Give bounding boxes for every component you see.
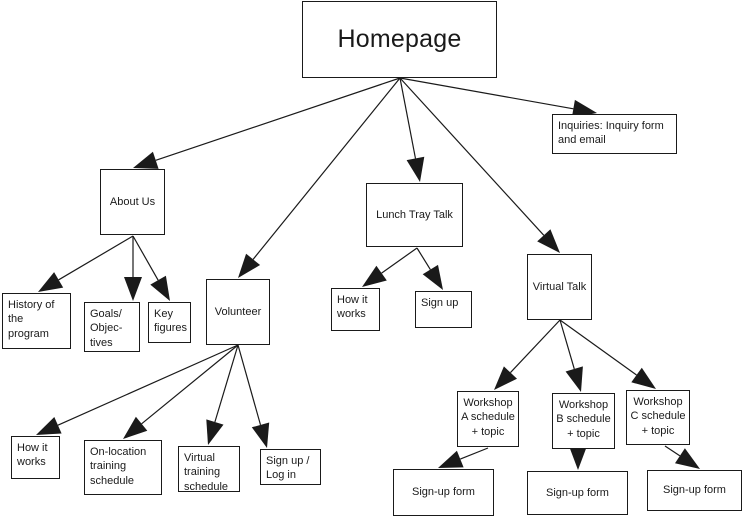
arrowhead-volunteer-to-on_location	[123, 416, 148, 439]
arrowhead-homepage-to-inquiries	[571, 99, 597, 118]
node-key-figures-label: Key figures	[154, 308, 188, 335]
connector-line-homepage-to-virtual_talk	[399, 77, 545, 236]
arrowhead-workshop_a-to-signup_form_a	[438, 450, 464, 468]
arrowhead-volunteer-to-vol_how_it_works	[36, 417, 62, 435]
arrowhead-about_us-to-history	[38, 272, 64, 292]
connector-line-virtual_talk-to-workshop_c	[559, 319, 637, 376]
node-volunteer: Volunteer	[206, 279, 270, 345]
arrowhead-volunteer-to-virtual_training	[206, 419, 224, 445]
node-signup-form-a-label: Sign-up form	[412, 486, 475, 499]
connector-line-virtual_talk-to-workshop_a	[510, 319, 561, 373]
connector-line-homepage-to-inquiries	[399, 77, 574, 110]
connector-line-homepage-to-about_us	[155, 77, 401, 161]
arrowhead-homepage-to-virtual_talk	[537, 229, 560, 253]
node-workshop-a: Workshop A schedule + topic	[457, 391, 519, 447]
arrowhead-homepage-to-volunteer	[238, 253, 261, 278]
connector-line-volunteer-to-sign_up_log_in	[237, 344, 262, 426]
arrowhead-workshop_b-to-signup_form_b	[569, 446, 587, 470]
node-signup-form-b: Sign-up form	[527, 471, 628, 515]
node-signup-form-c-label: Sign-up form	[663, 484, 726, 497]
node-signup-form-b-label: Sign-up form	[546, 486, 609, 499]
node-workshop-b: Workshop B schedule + topic	[552, 393, 615, 449]
node-key-figures: Key figures	[148, 302, 191, 343]
arrowhead-about_us-to-goals	[124, 277, 142, 301]
node-on-location-label: On-location training schedule	[90, 446, 147, 487]
node-sign-up-log-in: Sign up / Log in	[260, 449, 321, 485]
connector-line-lunch_tray_talk-to-ltt_how_it_works	[381, 247, 418, 274]
connector-line-lunch_tray_talk-to-ltt_sign_up	[416, 247, 431, 270]
node-ltt-sign-up: Sign up	[415, 291, 472, 328]
node-virtual-talk-label: Virtual Talk	[532, 280, 587, 293]
node-on-location: On-location training schedule	[84, 440, 162, 495]
arrowhead-virtual_talk-to-workshop_b	[565, 366, 583, 392]
node-vol-how-it-works-label: How it works	[17, 442, 48, 469]
arrowhead-lunch_tray_talk-to-ltt_how_it_works	[362, 265, 387, 287]
node-homepage-label: Homepage	[337, 25, 462, 54]
arrowhead-homepage-to-lunch_tray_talk	[406, 156, 425, 182]
node-homepage: Homepage	[302, 1, 497, 78]
node-virtual-training: Virtual training schedule	[178, 446, 240, 493]
node-signup-form-a: Sign-up form	[393, 469, 494, 516]
arrowhead-virtual_talk-to-workshop_a	[494, 366, 517, 390]
node-workshop-c: Workshop C schedule + topic	[626, 390, 690, 445]
arrowhead-workshop_c-to-signup_form_c	[675, 448, 700, 469]
node-sign-up-log-in-label: Sign up / Log in	[266, 455, 310, 482]
node-goals-label: Goals/ Objec- tives	[90, 308, 123, 349]
arrowhead-volunteer-to-sign_up_log_in	[251, 422, 270, 448]
node-ltt-sign-up-label: Sign up	[421, 297, 459, 309]
node-inquiries-label: Inquiries: Inquiry form and email	[558, 120, 664, 147]
connector-line-about_us-to-key_figures	[132, 235, 159, 281]
node-vol-how-it-works: How it works	[11, 436, 60, 479]
connector-line-workshop_a-to-signup_form_a	[460, 447, 489, 460]
node-workshop-c-label: Workshop C schedule + topic	[630, 396, 686, 437]
connector-line-volunteer-to-vol_how_it_works	[57, 344, 239, 426]
node-history-label: History of the program	[8, 299, 55, 340]
connector-line-about_us-to-history	[58, 235, 134, 281]
node-lunch-tray-talk-label: Lunch Tray Talk	[376, 208, 453, 221]
connector-line-homepage-to-volunteer	[252, 77, 401, 260]
node-workshop-b-label: Workshop B schedule + topic	[556, 399, 611, 440]
arrowhead-lunch_tray_talk-to-ltt_sign_up	[422, 264, 443, 290]
connector-line-workshop_c-to-signup_form_c	[664, 445, 681, 457]
node-ltt-how-it-works: How it works	[331, 288, 380, 331]
node-inquiries: Inquiries: Inquiry form and email	[552, 114, 677, 154]
connector-line-volunteer-to-on_location	[141, 344, 239, 425]
arrowhead-virtual_talk-to-workshop_c	[631, 367, 656, 389]
node-virtual-talk: Virtual Talk	[527, 254, 592, 320]
node-signup-form-c: Sign-up form	[647, 470, 742, 511]
connector-line-virtual_talk-to-workshop_b	[559, 319, 575, 370]
arrowhead-about_us-to-key_figures	[150, 275, 170, 301]
connector-line-volunteer-to-virtual_training	[214, 344, 239, 423]
node-lunch-tray-talk: Lunch Tray Talk	[366, 183, 463, 247]
node-about-us: About Us	[100, 169, 165, 235]
arrowhead-homepage-to-about_us	[133, 151, 159, 169]
node-virtual-training-label: Virtual training schedule	[184, 452, 229, 493]
connector-line-homepage-to-lunch_tray_talk	[399, 77, 417, 159]
node-ltt-how-it-works-label: How it works	[337, 294, 368, 321]
node-goals: Goals/ Objec- tives	[84, 302, 140, 352]
node-about-us-label: About Us	[109, 195, 156, 208]
node-history: History of the program	[2, 293, 71, 349]
node-volunteer-label: Volunteer	[214, 305, 262, 318]
node-workshop-a-label: Workshop A schedule + topic	[461, 397, 515, 438]
